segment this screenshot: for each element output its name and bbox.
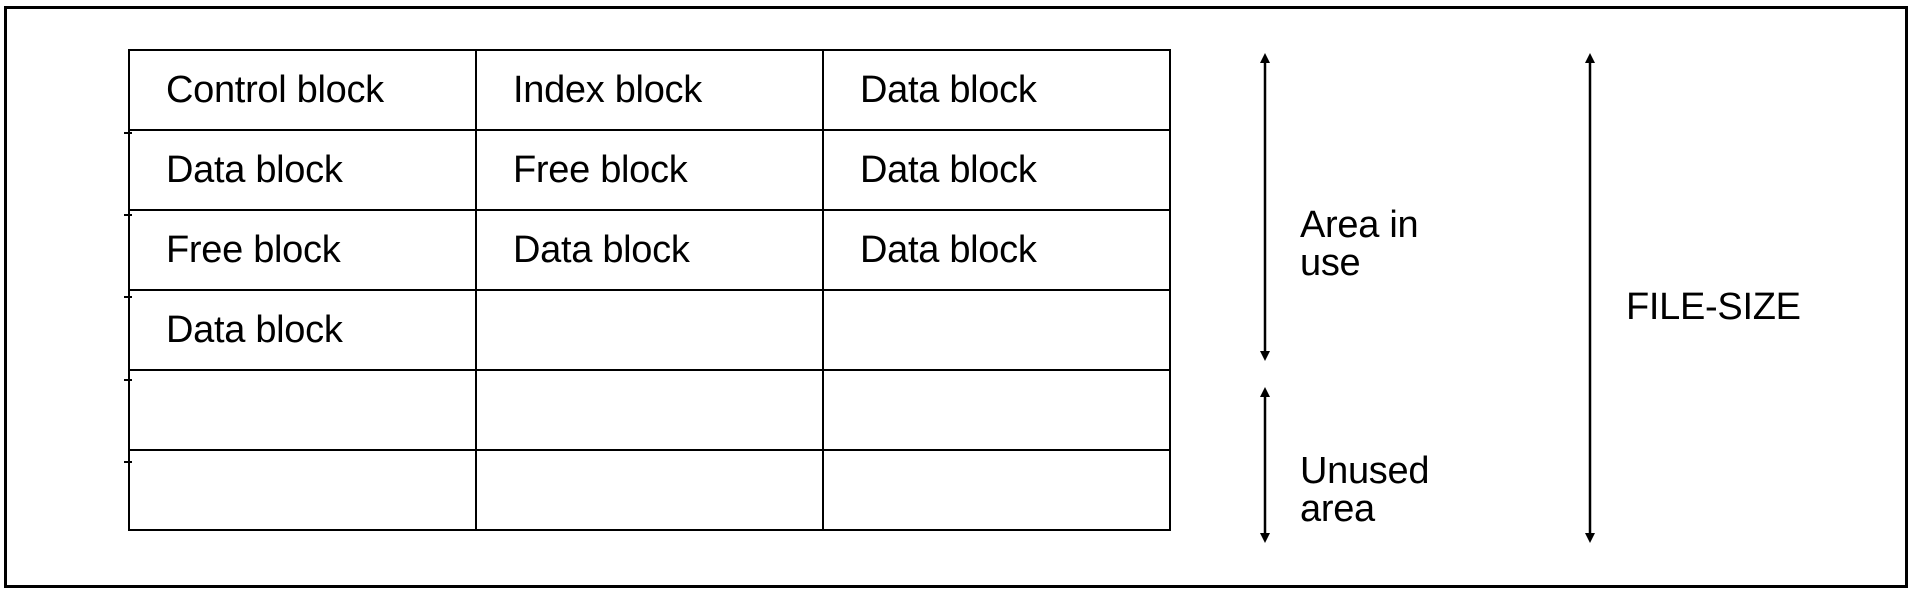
- figure-frame: [4, 6, 1908, 588]
- table-row: Data block Free block Data block: [128, 129, 1171, 211]
- table-cell: [822, 289, 1171, 371]
- table-cell: [128, 369, 477, 451]
- table-row: Data block: [128, 289, 1171, 371]
- table-cell: Data block: [822, 49, 1171, 131]
- table-cell: Control block: [128, 49, 477, 131]
- table-row: [128, 369, 1171, 451]
- table-cell: [475, 289, 824, 371]
- table-cell: Index block: [475, 49, 824, 131]
- table-cell: Free block: [128, 209, 477, 291]
- table-cell: [822, 369, 1171, 451]
- table-cell: [128, 449, 477, 531]
- table-row: Free block Data block Data block: [128, 209, 1171, 291]
- table-row: [128, 449, 1171, 531]
- row-tick: [124, 132, 132, 134]
- table-cell: Data block: [822, 129, 1171, 211]
- table-cell: [822, 449, 1171, 531]
- table-row: Control block Index block Data block: [128, 49, 1171, 131]
- table-cell: [475, 369, 824, 451]
- table-cell: Data block: [128, 289, 477, 371]
- file-size-label: FILE-SIZE: [1626, 286, 1801, 328]
- table-cell: Data block: [128, 129, 477, 211]
- table-cell: Data block: [475, 209, 824, 291]
- row-tick: [124, 296, 132, 298]
- row-tick: [124, 214, 132, 216]
- table-cell: Free block: [475, 129, 824, 211]
- area-in-use-label: Area in use: [1300, 204, 1419, 284]
- unused-area-label: Unused area: [1300, 450, 1430, 530]
- table-cell: [475, 449, 824, 531]
- row-tick: [124, 379, 132, 381]
- row-tick: [124, 461, 132, 463]
- table-cell: Data block: [822, 209, 1171, 291]
- file-block-table: Control block Index block Data block Dat…: [128, 49, 1171, 531]
